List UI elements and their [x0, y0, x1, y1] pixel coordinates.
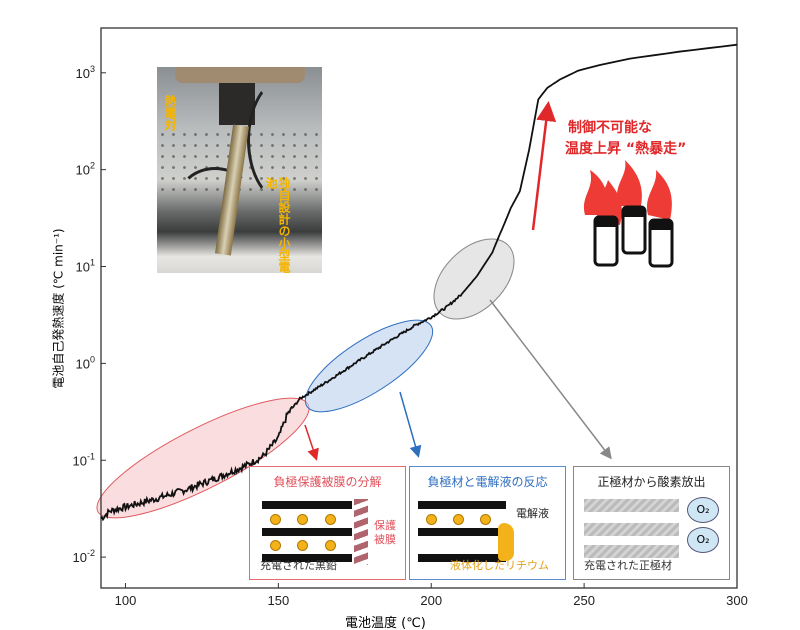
- y-tick-label: 10-1: [73, 451, 95, 468]
- photo-label-thermocouple: 熱電対: [163, 95, 177, 131]
- y-axis-label: 電池自己発熱速度 (℃ min⁻¹): [51, 228, 66, 389]
- x-tick-label: 250: [573, 593, 595, 608]
- blue-highlight-ellipse: [304, 319, 434, 413]
- arrows: [304, 101, 612, 461]
- box-sei-decomposition: 負極保護被膜の分解 保護被膜 充電された黒鉛: [249, 466, 406, 580]
- y-tick-label: 10-2: [73, 548, 95, 565]
- x-axis-label: 電池温度 (℃): [345, 616, 426, 630]
- red-arrow: [304, 424, 319, 461]
- box-caption: 充電された黒鉛: [260, 559, 337, 572]
- y-tick-label: 102: [76, 161, 95, 178]
- o2-cloud: O₂: [687, 527, 719, 553]
- series-line: [100, 43, 738, 522]
- x-tick-label: 150: [267, 593, 289, 608]
- runaway-text-line2: 温度上昇 “熱暴走”: [565, 141, 687, 157]
- blue-arrow: [399, 391, 422, 458]
- o2-cloud: O₂: [687, 497, 719, 523]
- y-tick-label: 103: [76, 64, 95, 81]
- runaway-arrow: [531, 101, 557, 231]
- box-title: 負極保護被膜の分解: [273, 475, 382, 489]
- x-tick-label: 100: [115, 593, 137, 608]
- box-oxygen-release: 正極材から酸素放出 O₂ O₂ 充電された正極材: [573, 466, 730, 580]
- box-side-label: 電解液: [516, 507, 549, 520]
- photo-label-cell: 独自設計の小型電池: [264, 177, 291, 273]
- burning-batteries-icon: [583, 160, 674, 268]
- plot-frame: [100, 27, 738, 589]
- box-caption: 液体化したリチウム: [450, 559, 549, 572]
- y-tick-label: 100: [76, 354, 95, 371]
- box-anode-electrolyte-reaction: 負極材と電解液の反応 電解液 液体化したリチウム: [409, 466, 566, 580]
- box-side-label: 保護被膜: [374, 519, 396, 546]
- box-title: 正極材から酸素放出: [597, 475, 706, 489]
- y-tick-label: 101: [76, 258, 95, 275]
- x-tick-label: 300: [726, 593, 748, 608]
- runaway-text-line1: 制御不可能な: [568, 120, 652, 136]
- x-tick-label: 200: [420, 593, 442, 608]
- experiment-photo: 熱電対 独自設計の小型電池: [157, 67, 322, 273]
- gray-arrow: [489, 299, 612, 460]
- box-caption: 充電された正極材: [584, 559, 672, 572]
- box-title: 負極材と電解液の反応: [427, 475, 548, 489]
